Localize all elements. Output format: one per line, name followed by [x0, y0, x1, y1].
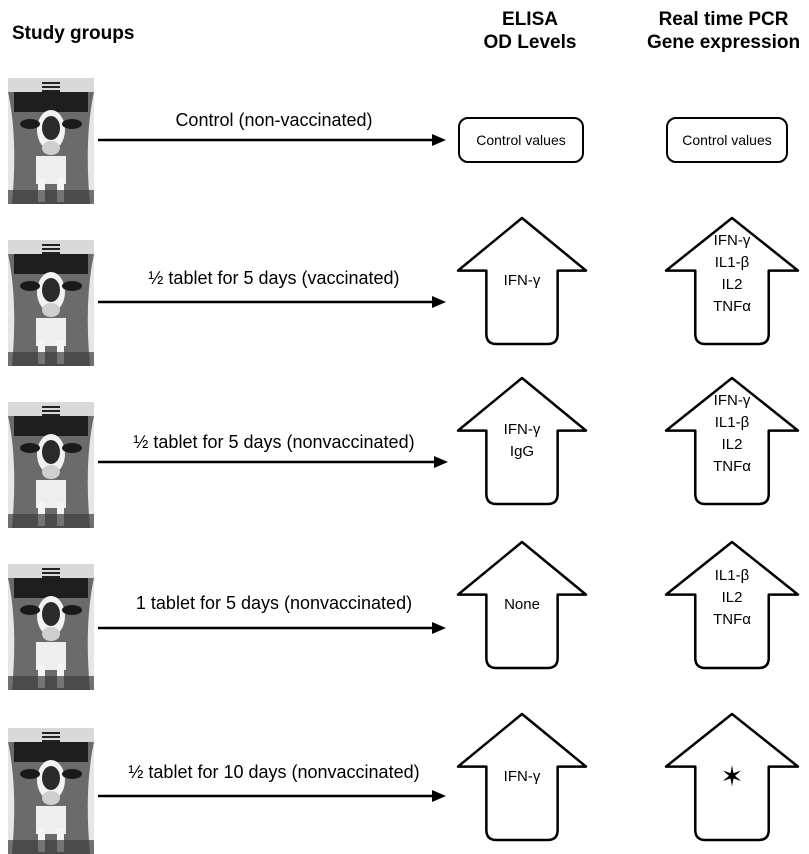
elisa-markers: None	[456, 560, 588, 650]
group-arrow	[98, 622, 446, 634]
pcr-marker: IL2	[721, 589, 743, 606]
star-icon: ✶	[720, 761, 744, 792]
elisa-marker: IFN-γ	[503, 272, 541, 289]
elisa-markers: IFN-γ	[456, 732, 588, 822]
pcr-up-arrow	[664, 712, 800, 842]
header-study-groups: Study groups	[12, 23, 135, 44]
pcr-markers: ✶	[664, 720, 800, 820]
pcr-marker: TNFα	[713, 458, 751, 475]
elisa-up-arrow	[456, 216, 588, 346]
pcr-marker: IL1-β	[714, 254, 750, 271]
elisa-marker: IFN-γ	[503, 421, 541, 438]
group-label: ½ tablet for 5 days (nonvaccinated)	[133, 432, 415, 452]
pcr-up-arrow	[664, 540, 800, 670]
group-arrow	[98, 456, 448, 468]
calf-photo	[8, 402, 94, 528]
pcr-marker: IL2	[721, 436, 743, 453]
group-arrow	[98, 134, 446, 146]
elisa-up-arrow	[456, 376, 588, 506]
pcr-marker: IL2	[721, 276, 743, 293]
elisa-up-arrow	[456, 540, 588, 670]
group-label: 1 tablet for 5 days (nonvaccinated)	[135, 593, 413, 613]
pcr-up-arrow	[664, 216, 800, 346]
pcr-marker: TNFα	[713, 611, 751, 628]
elisa-markers: IFN-γ	[456, 236, 588, 326]
header-elisa: ELISA OD Levels	[483, 9, 577, 53]
calf-photo	[8, 240, 94, 366]
elisa-up-arrow	[456, 712, 588, 842]
group-label: ½ tablet for 10 days (nonvaccinated)	[128, 762, 420, 782]
pcr-marker: IFN-γ	[713, 232, 751, 249]
elisa-marker: IFN-γ	[503, 768, 541, 785]
calf-photo	[8, 564, 94, 690]
pcr-marker: IL1-β	[714, 567, 750, 584]
group-arrow	[98, 296, 446, 308]
pcr-up-arrow	[664, 376, 800, 506]
calf-photo	[8, 78, 94, 204]
pcr-control-box: Control values	[666, 117, 788, 163]
header-pcr: Real time PCR Gene expression	[646, 9, 801, 53]
pcr-marker: TNFα	[713, 298, 751, 315]
group-arrow	[98, 790, 446, 802]
calf-photo	[8, 728, 94, 854]
pcr-marker: IFN-γ	[713, 392, 751, 409]
group-label: ½ tablet for 5 days (vaccinated)	[148, 268, 400, 288]
pcr-marker: IL1-β	[714, 414, 750, 431]
elisa-marker: None	[504, 596, 540, 613]
elisa-control-box: Control values	[458, 117, 584, 163]
group-label: Control (non-vaccinated)	[175, 110, 373, 130]
elisa-marker: IgG	[509, 443, 535, 460]
